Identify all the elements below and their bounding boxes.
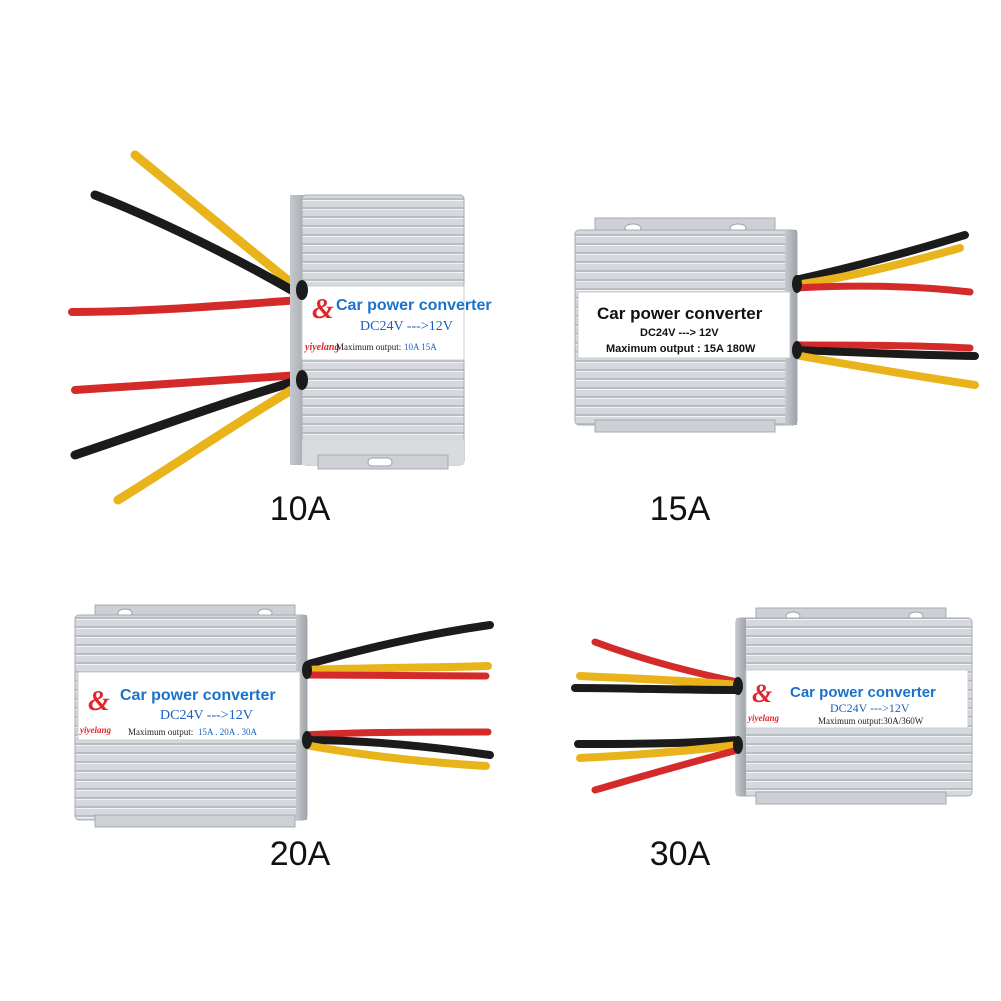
product-panel-30a: & yiyelang Car power converter DC24V ---… — [500, 500, 1000, 1000]
converter-15a-image: Car power converter DC24V ---> 12V Maxim… — [574, 217, 979, 433]
product-panel-20a: & yiyelang Car power converter DC24V ---… — [0, 500, 500, 1000]
wires-20a — [301, 621, 494, 770]
label-spec-30a: DC24V --->12V — [830, 701, 910, 715]
label-spec-15a: DC24V ---> 12V — [640, 327, 719, 339]
caption-10a: 10A — [269, 490, 331, 528]
label-options-20a: 15A . 20A . 30A — [198, 727, 258, 737]
label-title-10a: Car power converter — [336, 297, 492, 314]
caption-20a: 20A — [269, 835, 331, 873]
label-output-20a: Maximum output: — [128, 727, 193, 737]
label-spec-20a: DC24V --->12V — [160, 708, 253, 723]
label-spec-10a: DC24V --->12V — [360, 319, 453, 334]
converter-30a-image: & yiyelang Car power converter DC24V ---… — [571, 607, 973, 805]
product-panel-15a: Car power converter DC24V ---> 12V Maxim… — [500, 0, 1000, 528]
converter-20a-image: & yiyelang Car power converter DC24V ---… — [74, 604, 494, 828]
label-output-30a: Maximum output:30A/360W — [818, 716, 924, 726]
caption-15a: 15A — [649, 490, 711, 528]
label-title-30a: Car power converter — [790, 684, 936, 701]
label-title-20a: Car power converter — [120, 687, 276, 704]
wires-30a — [571, 638, 742, 794]
brand-logo-10a: & — [312, 294, 334, 325]
wires-15a — [791, 231, 979, 389]
brand-name-10a: yiyelang — [304, 342, 339, 353]
brand-logo-20a: & — [88, 686, 110, 717]
label-title-15a: Car power converter — [597, 304, 763, 323]
brand-name-20a: yiyelang — [79, 725, 111, 735]
label-output-15a: Maximum output : 15A 180W — [606, 343, 756, 355]
label-output-10a: Maximum output: — [336, 342, 401, 352]
label-options-10a: 10A 15A — [404, 342, 437, 352]
converter-10a-image: & yiyelang Car power converter DC24V ---… — [68, 150, 492, 505]
wires-10a — [68, 150, 305, 505]
product-panel-10a: & yiyelang Car power converter DC24V ---… — [0, 0, 500, 528]
brand-name-30a: yiyelang — [747, 713, 779, 723]
caption-30a: 30A — [649, 835, 711, 873]
brand-logo-30a: & — [752, 679, 772, 708]
